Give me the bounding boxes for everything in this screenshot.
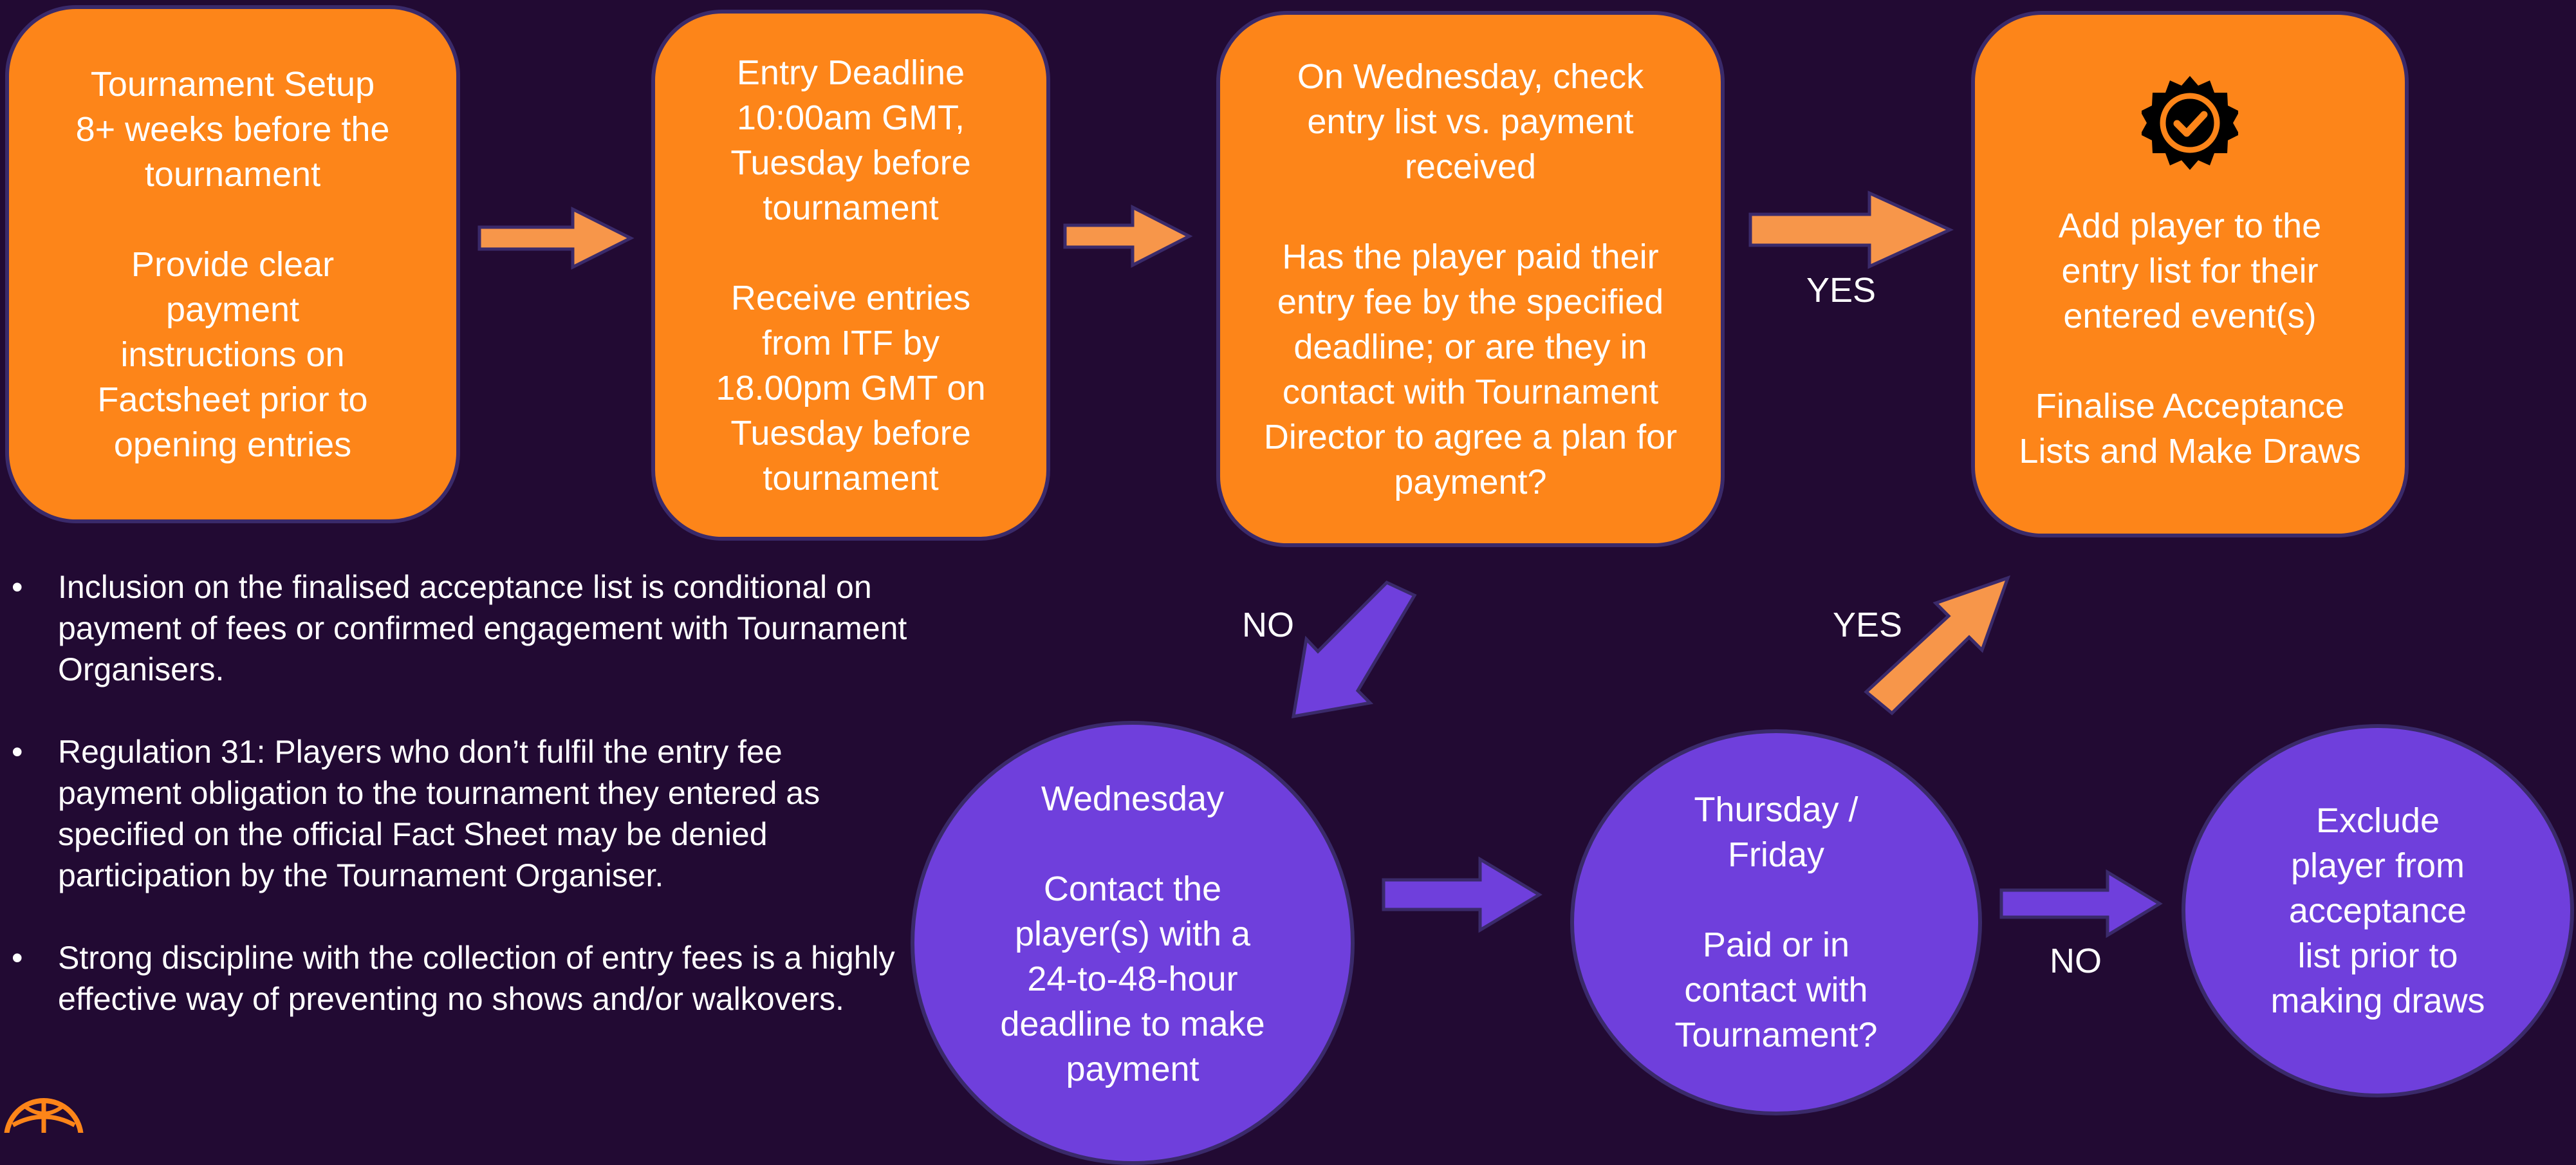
arrow-deadline-to-check: [1063, 204, 1193, 268]
thursday-text-1: Thursday / Friday: [1694, 790, 1858, 874]
deadline-text-1: Entry Deadline 10:00am GMT, Tuesday befo…: [730, 53, 971, 227]
step-thursday-friday: Thursday / Friday Paid or in contact wit…: [1570, 729, 1982, 1115]
step-entry-deadline: Entry Deadline 10:00am GMT, Tuesday befo…: [651, 10, 1050, 541]
exclude-text-1: Exclude player from acceptance list prio…: [2270, 801, 2485, 1020]
arrow-contact-to-thursday: [1382, 856, 1543, 933]
bullet: •: [12, 734, 23, 770]
arrow-thursday-to-exclude: [1999, 869, 2163, 938]
note-text: Strong discipline with the collection of…: [58, 940, 895, 1017]
check-text-2: Has the player paid their entry fee by t…: [1263, 237, 1678, 501]
note-item: • Strong discipline with the collection …: [12, 937, 913, 1020]
label-yes-bottom: YES: [1833, 606, 1903, 644]
step-check-payment: On Wednesday, check entry list vs. payme…: [1216, 11, 1725, 547]
label-yes-top: YES: [1806, 271, 1876, 310]
step-exclude-player: Exclude player from acceptance list prio…: [2182, 724, 2574, 1097]
setup-text-2: Provide clear payment instructions on Fa…: [97, 245, 368, 464]
arrow-check-to-add: [1748, 191, 1954, 269]
add-text-2: Finalise Acceptance Lists and Make Draws: [2019, 387, 2361, 471]
step-contact-player: Wednesday Contact the player(s) with a 2…: [911, 721, 1355, 1165]
arrow-check-to-contact: [1291, 580, 1417, 719]
flow-arrows: [477, 191, 2163, 938]
contact-text-2: Contact the player(s) with a 24-to-48-ho…: [1000, 870, 1265, 1088]
bullet: •: [12, 569, 23, 605]
arrow-thursday-to-add: [1864, 575, 2011, 716]
step-tournament-setup: Tournament Setup 8+ weeks before the tou…: [5, 5, 460, 523]
step-add-player: Add player to the entry list for their e…: [1971, 11, 2409, 537]
note-item: • Regulation 31: Players who don’t fulfi…: [12, 731, 913, 896]
globe-logo-icon: [4, 1098, 84, 1133]
label-no-left: NO: [1242, 606, 1294, 644]
note-item: • Inclusion on the finalised acceptance …: [12, 566, 913, 690]
check-text-1: On Wednesday, check entry list vs. payme…: [1297, 57, 1644, 186]
add-text-1: Add player to the entry list for their e…: [2058, 207, 2322, 335]
note-text: Regulation 31: Players who don’t fulfil …: [58, 734, 820, 893]
deadline-text-2: Receive entries from ITF by 18.00pm GMT …: [716, 278, 986, 498]
contact-text-1: Wednesday: [1041, 779, 1225, 818]
thursday-text-2: Paid or in contact with Tournament?: [1674, 926, 1878, 1054]
notes-list: • Inclusion on the finalised acceptance …: [12, 566, 913, 1061]
label-no-bottom: NO: [2050, 942, 2102, 980]
bullet: •: [12, 940, 23, 976]
note-text: Inclusion on the finalised acceptance li…: [58, 569, 907, 687]
setup-text-1: Tournament Setup 8+ weeks before the tou…: [75, 64, 390, 194]
arrow-setup-to-deadline: [477, 206, 635, 270]
verified-badge-icon: [2142, 76, 2238, 170]
